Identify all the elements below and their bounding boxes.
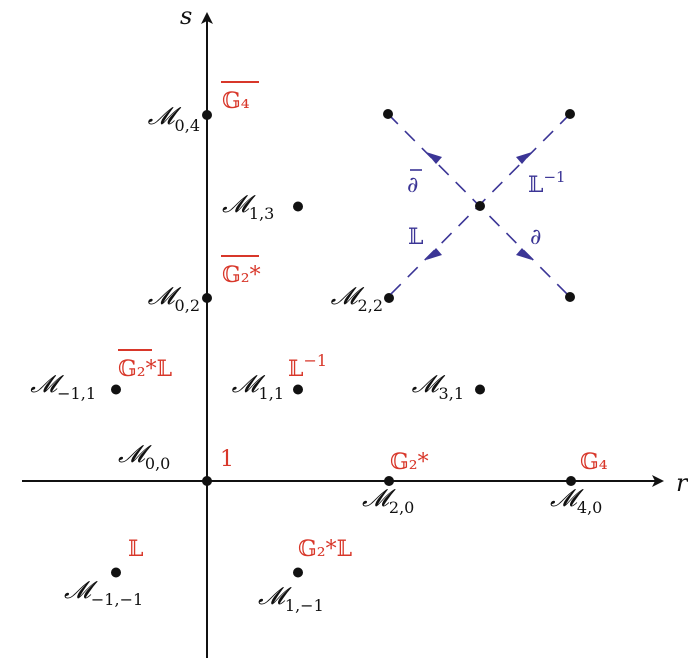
module-labels: 𝓜0,4 𝓜1,3 𝓜0,2 𝓜2,2 𝓜−1,1 𝓜1,1 𝓜3,1 𝓜0,0…	[30, 102, 602, 615]
dot-m13	[293, 201, 303, 212]
dot-m20	[384, 476, 394, 486]
label-m11: 𝓜1,1	[232, 370, 284, 403]
symbol-labels: 𝔾₄ 𝔾₂* 𝔾₂*𝕃 𝕃−1 1 𝔾₂* 𝔾₄ 𝕃 𝔾₂*𝕃	[118, 81, 608, 562]
symbol-l: 𝕃	[128, 537, 143, 562]
legend-se-dot	[565, 292, 575, 302]
label-m22: 𝓜2,2	[331, 282, 383, 315]
arrow-l	[426, 248, 442, 260]
dot-m1m1	[293, 567, 303, 578]
grid-points	[111, 110, 576, 578]
symbol-one: 1	[220, 447, 234, 472]
label-m40: 𝓜4,0	[550, 484, 602, 517]
dot-m00	[202, 476, 212, 486]
symbol-g4: 𝔾₄	[580, 450, 608, 475]
label-m02: 𝓜0,2	[148, 282, 200, 315]
arrow-partial-bar	[426, 152, 442, 164]
symbol-g2star-l: 𝔾₂*𝕃	[298, 537, 352, 562]
legend-l-inv: 𝕃−1	[528, 168, 566, 198]
label-mm11: 𝓜−1,1	[30, 370, 96, 403]
arrow-l-inv	[516, 152, 532, 164]
legend-partial-bar: ∂	[407, 173, 418, 198]
legend-nw-dot	[383, 109, 393, 119]
dot-m02	[202, 293, 212, 303]
symbol-g4-bar: 𝔾₄	[222, 89, 250, 114]
symbol-g2star-bar: 𝔾₂*	[222, 263, 261, 288]
label-m13: 𝓜1,3	[222, 190, 274, 223]
legend-ne-dot	[565, 109, 575, 119]
s-axis-label: s	[180, 2, 192, 30]
symbol-l-inv: 𝕃−1	[288, 351, 327, 382]
dot-m40	[566, 476, 576, 486]
dot-m31	[475, 384, 485, 395]
symbol-g2star: 𝔾₂*	[390, 450, 429, 475]
legend-l: 𝕃	[408, 225, 423, 250]
arrow-partial	[516, 248, 532, 260]
legend-center-dot	[475, 201, 485, 211]
label-m1m1: 𝓜1,−1	[258, 582, 324, 615]
label-m00: 𝓜0,0	[118, 440, 170, 473]
dot-m11	[293, 384, 303, 395]
dot-mm1m1	[111, 567, 121, 578]
label-mm1m1: 𝓜−1,−1	[64, 576, 143, 609]
r-axis-label: r	[676, 469, 688, 497]
dot-m22	[384, 293, 394, 303]
map-legend: ∂ 𝕃−1 𝕃 ∂	[383, 109, 575, 302]
symbol-g2star-bar-l: 𝔾₂*𝕃	[118, 357, 172, 382]
legend-partial: ∂	[530, 225, 541, 250]
dot-mm11	[111, 384, 121, 395]
dot-m04	[202, 110, 212, 120]
label-m04: 𝓜0,4	[148, 102, 200, 135]
label-m20: 𝓜2,0	[362, 484, 414, 517]
label-m31: 𝓜3,1	[412, 370, 464, 403]
